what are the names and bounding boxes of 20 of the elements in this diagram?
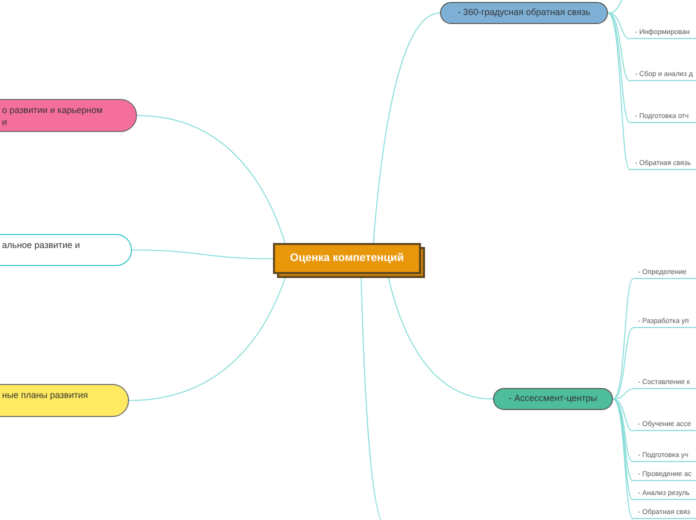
connector-line [128,278,286,401]
connector-line [612,388,634,400]
connector-line [612,278,634,400]
connector-line [388,278,494,400]
connector-line [608,12,630,170]
connector-line [136,115,286,244]
connector-line [612,398,634,500]
topic-pill: - Ассессмент-центры [493,388,613,410]
topic-pill: альное развитие и [0,234,132,266]
connector-line [612,328,634,400]
connector-line [612,398,634,432]
connector-line [608,12,630,82]
connector-line [608,12,630,124]
topic-pill: о развитии и карьерном и [0,99,137,132]
connector-line [608,12,630,40]
connector-line [132,250,274,260]
topic-pill: - 360-градусная обратная связь [440,2,608,24]
connector-line [612,398,634,520]
topic-pill: ные планы развития [0,384,129,417]
connector-line [372,12,440,244]
